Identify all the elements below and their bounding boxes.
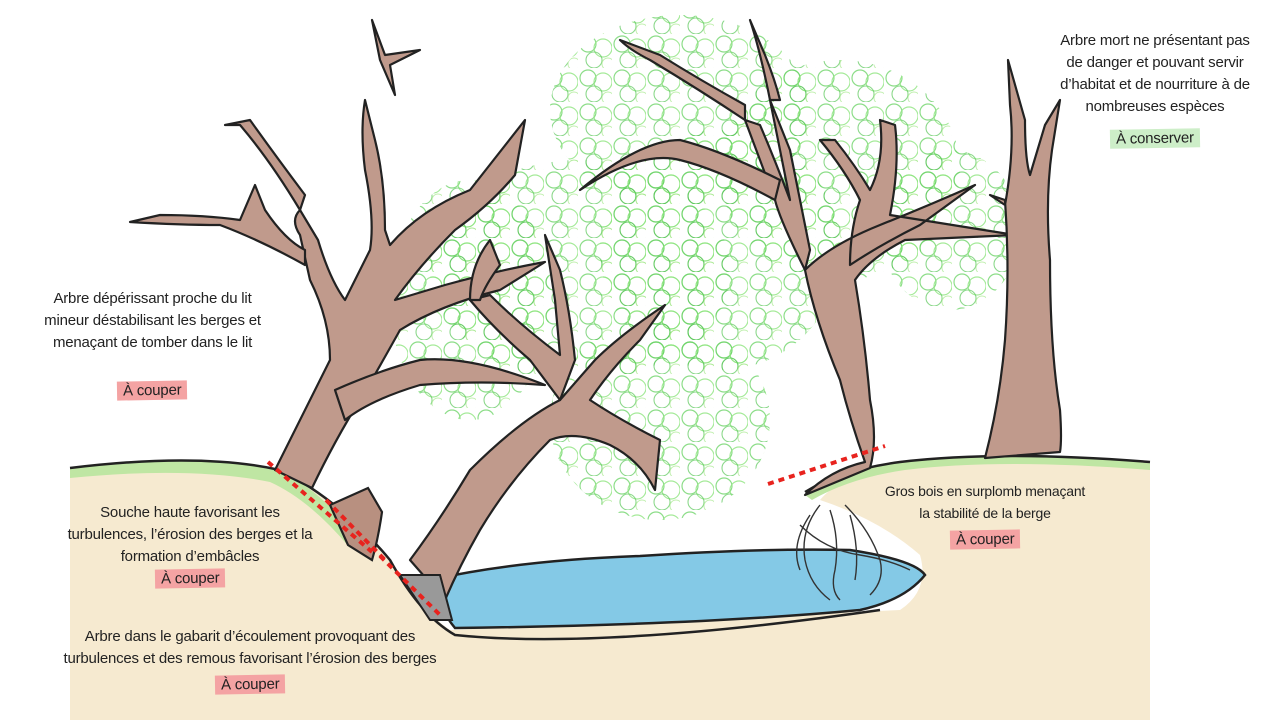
flow-tree bbox=[408, 233, 667, 602]
dead-tree-text-4: nombreuses espèces bbox=[1085, 98, 1225, 115]
dead-tree-annotation: Arbre mort ne présentant pas de danger e… bbox=[1040, 30, 1270, 150]
keep-tag: À conserver bbox=[1109, 128, 1201, 149]
dead-tree-text-1: Arbre mort ne présentant pas bbox=[1060, 32, 1250, 49]
declining-tree-text-2: mineur déstabilisant les berges et bbox=[44, 312, 261, 329]
dead-tree bbox=[983, 58, 1063, 460]
cut-marks bbox=[266, 444, 886, 617]
cut-line-flow bbox=[378, 554, 442, 617]
river-water bbox=[428, 548, 927, 630]
cut-line-stump bbox=[324, 498, 387, 562]
cut-line-overhang bbox=[767, 444, 886, 486]
high-stump-text-3: formation d’embâcles bbox=[120, 548, 260, 565]
high-stump-annotation: Souche haute favorisant les turbulences,… bbox=[45, 502, 335, 590]
right-grass bbox=[805, 456, 1150, 500]
cut-line-declining bbox=[266, 460, 374, 554]
cut-tag-stump: À couper bbox=[154, 568, 226, 589]
dead-tree-text-3: d’habitat et de nourriture à de bbox=[1060, 76, 1250, 93]
declining-tree-text-1: Arbre dépérissant proche du lit bbox=[53, 290, 252, 307]
dead-tree-text-2: de danger et pouvant servir bbox=[1066, 54, 1244, 71]
flow-tree-annotation: Arbre dans le gabarit d’écoulement provo… bbox=[40, 626, 460, 696]
high-stump-text-2: turbulences, l’érosion des berges et la bbox=[67, 526, 313, 543]
left-grass bbox=[70, 460, 360, 548]
declining-tree-annotation: Arbre dépérissant proche du lit mineur d… bbox=[20, 288, 285, 402]
overhang-wood-annotation: Gros bois en surplomb menaçant la stabil… bbox=[870, 480, 1100, 550]
flow-tree-text-1: Arbre dans le gabarit d’écoulement provo… bbox=[84, 628, 416, 645]
declining-tree bbox=[128, 18, 547, 490]
flow-tree-text-2: turbulences et des remous favorisant l’é… bbox=[63, 650, 437, 667]
high-stump-text-1: Souche haute favorisant les bbox=[100, 504, 280, 521]
overhang-tree bbox=[578, 18, 1017, 497]
declining-tree-text-3: menaçant de tomber dans le lit bbox=[52, 334, 253, 351]
overhang-text-2: la stabilité de la berge bbox=[919, 505, 1051, 521]
exposed-roots bbox=[796, 504, 911, 601]
cut-tag-flow: À couper bbox=[214, 674, 286, 695]
cut-tag-overhang: À couper bbox=[949, 529, 1021, 550]
overhang-text-1: Gros bois en surplomb menaçant bbox=[884, 483, 1086, 499]
left-bank-line bbox=[69, 459, 881, 641]
cut-tag-declining: À couper bbox=[117, 380, 188, 401]
